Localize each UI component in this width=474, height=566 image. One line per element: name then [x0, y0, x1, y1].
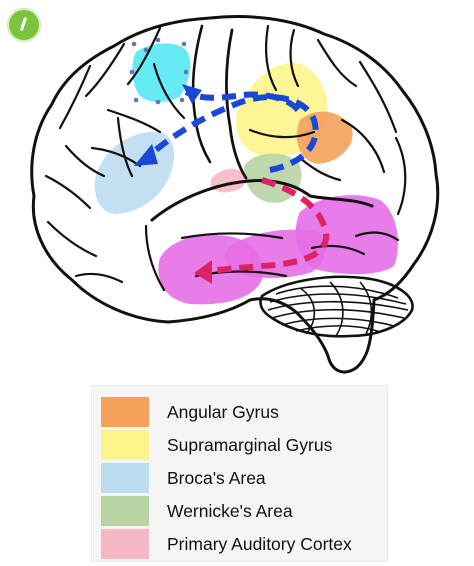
cerebellum [259, 275, 414, 338]
legend-swatch [101, 397, 149, 427]
legend-swatch [101, 529, 149, 559]
pathway-arrows [144, 89, 330, 275]
brain-sulci [44, 24, 407, 292]
angular-gyrus-region [296, 111, 353, 164]
legend-swatch [101, 496, 149, 526]
legend: Angular Gyrus Supramarginal Gyrus Broca'… [91, 385, 388, 562]
motor-area-highlight [132, 43, 191, 102]
legend-swatch [101, 430, 149, 460]
legend-label: Angular Gyrus [167, 401, 279, 422]
blue-dashed-arrow-upper [184, 89, 301, 113]
legend-label: Wernicke's Area [167, 500, 293, 521]
blue-arrowhead-broca [134, 144, 158, 166]
selection-handles [129, 37, 189, 105]
pen-icon[interactable] [7, 8, 41, 42]
legend-label: Broca's Area [167, 467, 266, 488]
legend-item-primary-auditory-cortex: Primary Auditory Cortex [101, 529, 352, 559]
pink-dashed-arrow [199, 177, 330, 275]
brain-outline [30, 15, 440, 374]
legend-label: Supramarginal Gyrus [167, 434, 333, 455]
legend-item-supramarginal-gyrus: Supramarginal Gyrus [101, 430, 332, 460]
brain-diagram [30, 15, 440, 374]
arrowheads [134, 84, 212, 284]
legend-item-wernickes-area: Wernicke's Area [101, 496, 293, 526]
legend-item-brocas-area: Broca's Area [101, 463, 266, 493]
blue-dashed-arrow [144, 94, 319, 173]
legend-item-angular-gyrus: Angular Gyrus [101, 397, 279, 427]
legend-swatch [101, 463, 149, 493]
legend-label: Primary Auditory Cortex [167, 533, 352, 554]
pink-arrowhead [194, 260, 212, 284]
blue-arrowhead-motor [182, 84, 202, 104]
